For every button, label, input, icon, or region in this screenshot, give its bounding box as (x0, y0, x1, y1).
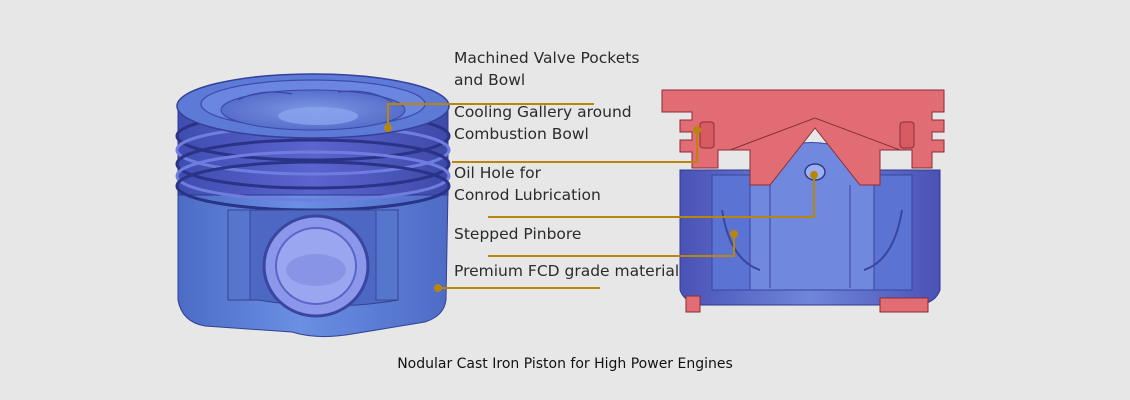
label-cooling-gallery-line2: Combustion Bowl (454, 125, 589, 143)
label-oil-hole-line2: Conrod Lubrication (454, 186, 601, 204)
label-pinbore: Stepped Pinbore (454, 223, 581, 245)
label-material-line1: Premium FCD grade material (454, 262, 680, 280)
label-cooling-gallery: Cooling Gallery around Combustion Bowl (454, 101, 632, 145)
cooling-gallery-right (899, 121, 915, 149)
label-pinbore-line1: Stepped Pinbore (454, 225, 582, 243)
leader-lines (384, 103, 818, 292)
piston-3d-view (175, 73, 451, 338)
piston-section-view (661, 89, 945, 313)
leader-material (434, 284, 600, 292)
label-valve-pockets-line2: and Bowl (454, 71, 526, 89)
leader-pinbore (488, 230, 738, 257)
label-valve-pockets-line1: Machined Valve Pockets (454, 49, 640, 67)
label-cooling-gallery-line1: Cooling Gallery around (454, 103, 632, 121)
leader-oil-hole (488, 171, 818, 218)
leader-valve-pockets (384, 103, 594, 132)
diagram-caption: Nodular Cast Iron Piston for High Power … (397, 356, 733, 372)
label-oil-hole: Oil Hole for Conrod Lubrication (454, 162, 601, 206)
leader-cooling-gallery (452, 126, 701, 163)
label-valve-pockets: Machined Valve Pockets and Bowl (454, 47, 639, 91)
label-material: Premium FCD grade material (454, 260, 679, 282)
section-crown (661, 89, 945, 186)
cooling-gallery-left (699, 121, 715, 149)
label-oil-hole-line1: Oil Hole for (454, 164, 541, 182)
